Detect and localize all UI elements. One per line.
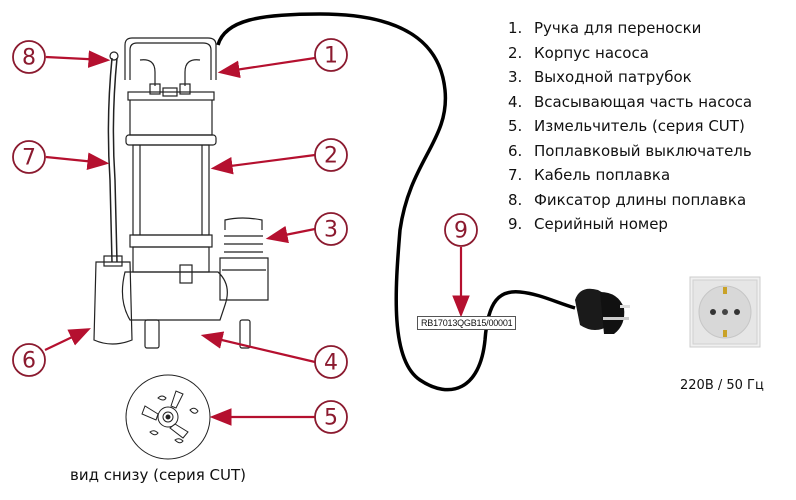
callout-label-4: 4 [324,351,338,376]
callout-arrow-8 [45,50,111,68]
callout-arrow-6 [44,328,91,351]
callout-circle-5 [314,400,348,434]
callout-arrow-3 [265,225,316,244]
power-socket [689,276,761,348]
callout-label-7: 7 [22,146,36,171]
callout-label-8: 8 [22,46,36,71]
bottom-view-illustration [125,374,211,460]
legend-item-label: Поплавковый выключатель [534,141,752,160]
callout-circle-2 [314,138,348,172]
callout-label-2: 2 [324,144,338,169]
power-plug [575,288,630,334]
legend-item: 9.Серийный номер [508,215,668,233]
pump-illustration [93,37,269,349]
legend-item-label: Выходной патрубок [534,68,692,86]
callout-label-1: 1 [324,44,338,69]
callout-circle-9 [444,213,478,247]
voltage-label: 220В / 50 Гц [680,378,764,393]
legend-item: 4.Всасывающая часть насоса [508,92,753,111]
legend-item-label: Всасывающая часть насоса [534,92,753,111]
callout-arrow-1 [217,56,316,79]
callout-label-6: 6 [22,349,36,374]
power-cable [216,12,576,392]
callout-circle-8 [12,40,46,74]
legend-item: 8.Фиксатор длины поплавка [508,190,747,209]
legend-item: 5.Измельчитель (серия CUT) [508,117,745,135]
callout-arrow-4 [200,331,316,364]
legend-item-label: Фиксатор длины поплавка [534,190,747,209]
legend-item-label: Ручка для переноски [534,19,702,37]
legend-item: 6.Поплавковый выключатель [508,141,752,160]
legend-item: 7.Кабель поплавка [508,166,671,184]
parts-legend: 1.Ручка для переноски 2.Корпус насоса 3.… [508,16,752,237]
callout-circle-3 [314,212,348,246]
callout-circle-6 [12,343,46,377]
legend-item: 3.Выходной патрубок [508,68,692,86]
legend-item-label: Корпус насоса [534,43,649,62]
callout-label-3: 3 [324,218,338,243]
serial-number-label: RB17013QGB15/00001 [417,316,517,330]
legend-item-label: Измельчитель (серия CUT) [534,117,745,135]
legend-item: 2.Корпус насоса [508,43,649,62]
callout-circle-7 [12,140,46,174]
legend-item-label: Серийный номер [534,215,668,233]
legend-item-label: Кабель поплавка [534,166,671,184]
callout-arrow-2 [210,153,316,175]
callout-label-9: 9 [454,219,468,244]
callout-label-5: 5 [324,406,338,431]
bottom-view-caption: вид снизу (серия CUT) [70,466,247,484]
callout-circle-1 [314,38,348,72]
legend-item: 1.Ручка для переноски [508,19,702,37]
callout-circle-4 [314,345,348,379]
callout-arrow-7 [45,152,110,170]
